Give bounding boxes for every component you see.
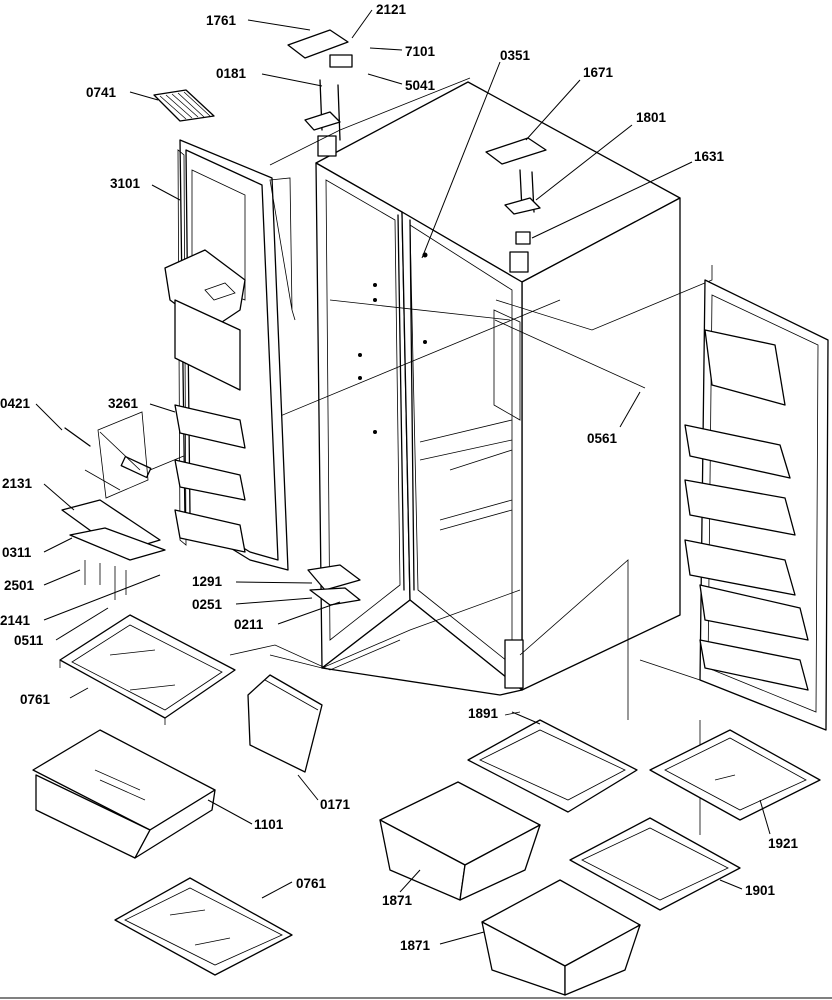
bottom-hinge (307, 564, 361, 606)
label-3101: 3101 (110, 176, 141, 191)
label-0171: 0171 (320, 797, 351, 812)
label-2501: 2501 (4, 578, 35, 593)
crisper-drawer-lower (481, 879, 641, 996)
top-right-hinge (485, 137, 547, 245)
label-3261: 3261 (108, 396, 139, 411)
label-0741: 0741 (86, 85, 117, 100)
label-1871-upper: 1871 (382, 893, 413, 908)
label-1761-top: 1761 (206, 13, 237, 28)
crisper-cover (467, 719, 638, 813)
label-1921: 1921 (768, 836, 799, 851)
label-1801: 1801 (636, 110, 667, 125)
label-1631: 1631 (694, 149, 725, 164)
top-left-hinge (287, 29, 353, 141)
kick-plate (247, 674, 323, 773)
vent-grille (153, 89, 215, 122)
freezer-door (164, 139, 296, 571)
label-0761-upper: 0761 (20, 692, 51, 707)
label-1901: 1901 (745, 883, 776, 898)
label-1291: 1291 (192, 574, 223, 589)
part-labels: 1761 2121 7101 0181 5041 0351 1671 0741 … (0, 2, 799, 953)
label-0511: 0511 (14, 633, 44, 648)
label-0211: 0211 (234, 617, 264, 632)
fresh-food-door (684, 279, 829, 731)
label-0761-lower: 0761 (296, 876, 327, 891)
crisper-drawer-upper (379, 781, 541, 901)
label-2121: 2121 (376, 2, 407, 17)
bracket-assembly (61, 469, 166, 600)
water-filter-tube (64, 411, 152, 499)
label-0421: 0421 (0, 396, 31, 411)
reference-lines (149, 77, 713, 835)
glass-shelf (649, 729, 821, 821)
label-0561: 0561 (587, 431, 618, 446)
label-2131: 2131 (2, 476, 33, 491)
label-1871-lower: 1871 (400, 938, 431, 953)
label-0251: 0251 (192, 597, 223, 612)
label-7101: 7101 (405, 44, 436, 59)
label-5041: 5041 (405, 78, 436, 93)
cabinet-assembly (315, 81, 681, 696)
label-0311: 0311 (2, 545, 32, 560)
label-1891: 1891 (468, 706, 499, 721)
freezer-basket (32, 729, 216, 859)
crisper-cover-lower (569, 817, 741, 911)
label-0181: 0181 (216, 66, 247, 81)
label-0351: 0351 (500, 48, 531, 63)
label-1101: 1101 (254, 817, 284, 832)
freezer-shelf-lower (114, 877, 293, 976)
freezer-shelf-upper (59, 614, 236, 725)
label-1671: 1671 (583, 65, 614, 80)
label-2141: 2141 (0, 613, 31, 628)
leader-lines (35, 9, 771, 945)
